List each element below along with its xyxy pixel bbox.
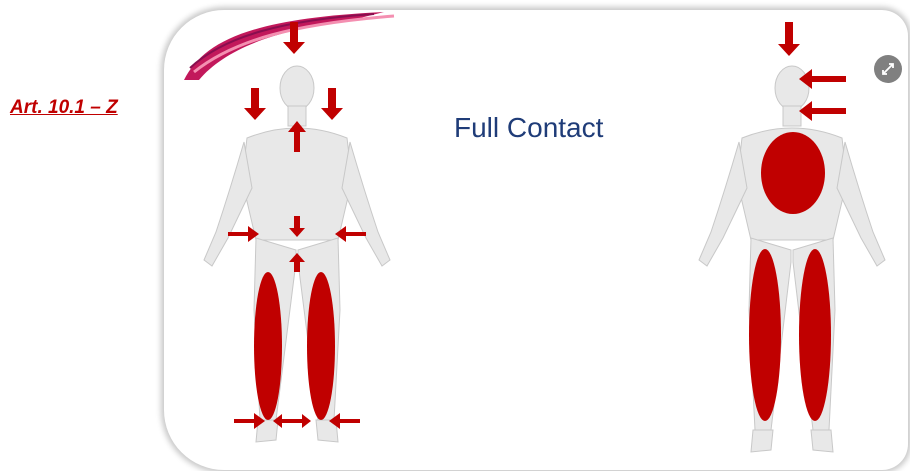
back-left-leg-zone [749, 249, 781, 421]
expand-button[interactable] [874, 55, 902, 83]
back-right-leg-zone [799, 249, 831, 421]
back-torso-zone [761, 132, 825, 214]
slide-card: Full Contact [164, 10, 908, 470]
back-target-zones [164, 10, 908, 470]
arrow-left-back-head [799, 69, 846, 89]
arrow-down-back-top [778, 22, 800, 56]
expand-icon [874, 55, 902, 83]
article-heading[interactable]: Art. 10.1 – Z [10, 97, 118, 119]
back-arrows [778, 22, 846, 121]
arrow-left-back-neck [799, 101, 846, 121]
